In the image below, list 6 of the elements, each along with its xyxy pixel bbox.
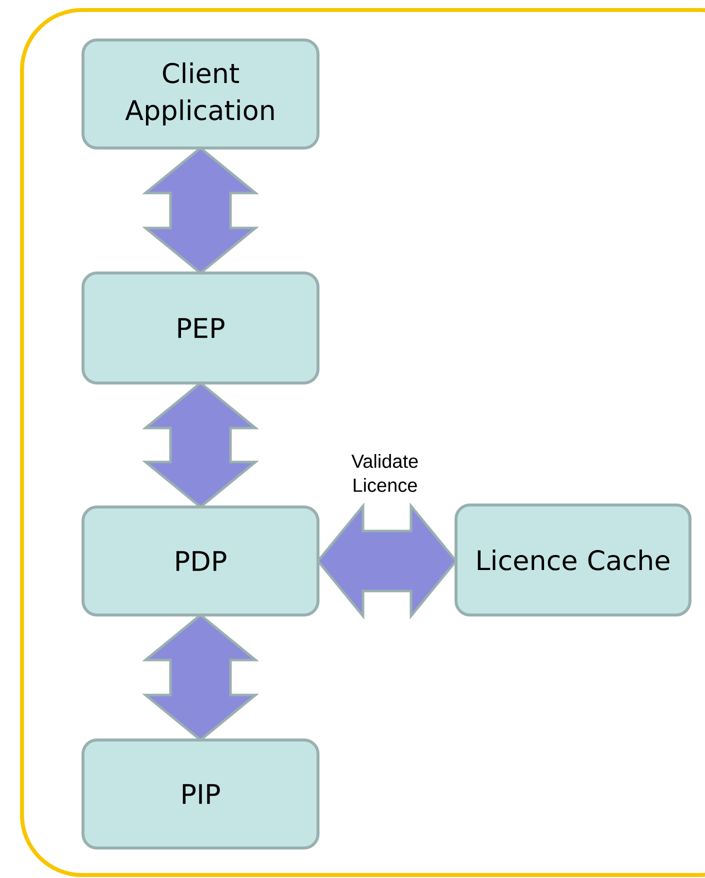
process-box: PEP bbox=[82, 272, 320, 384]
process-box: Client Application bbox=[82, 38, 320, 150]
process-box: PIP bbox=[82, 738, 320, 850]
process-box: Licence Cache bbox=[454, 504, 692, 616]
process-box: PDP bbox=[82, 506, 320, 616]
edge-label: Validate Licence bbox=[351, 454, 418, 492]
